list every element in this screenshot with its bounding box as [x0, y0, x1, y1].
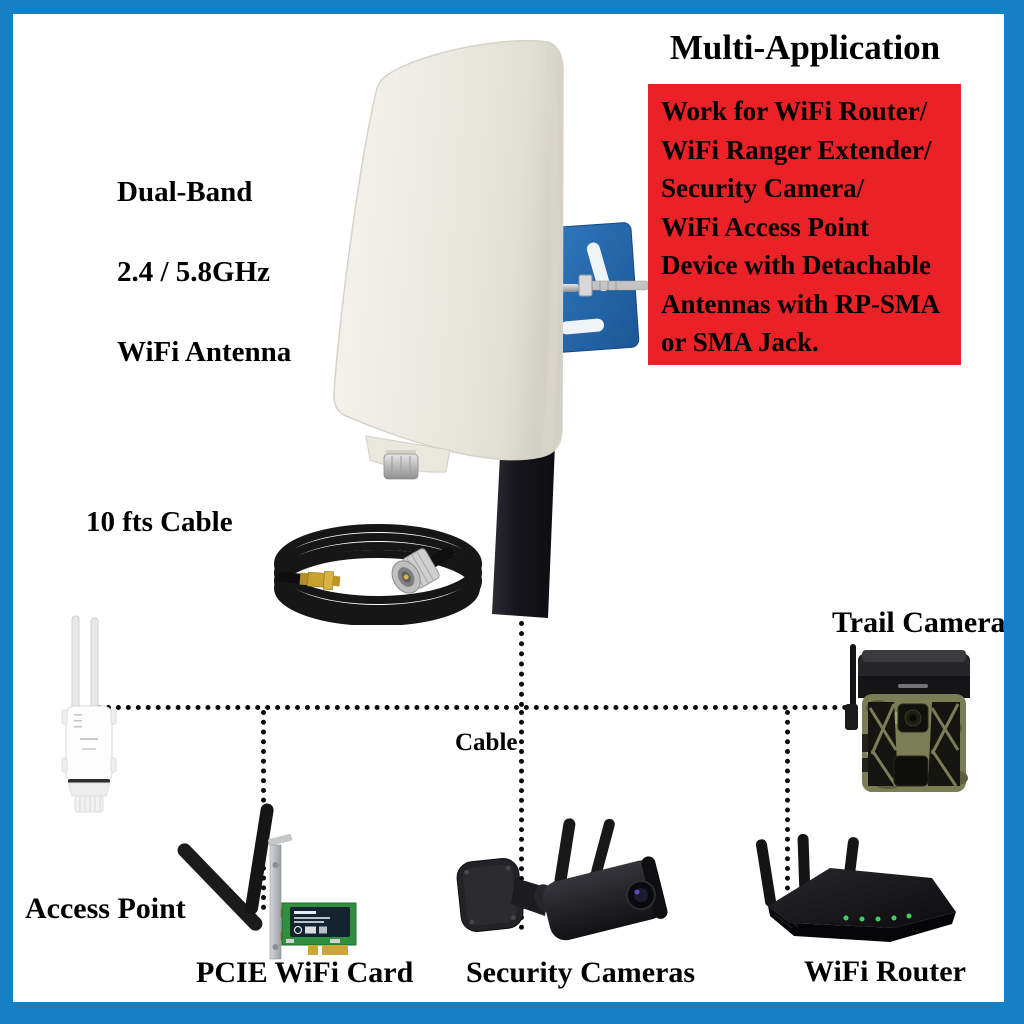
frame-border-left	[0, 0, 13, 1024]
dotted-line-main	[96, 705, 858, 710]
security-camera-photo	[456, 818, 668, 941]
security-cameras-label: Security Cameras	[466, 956, 696, 989]
cable-length-label: 10 fts Cable	[86, 506, 233, 538]
product-name-line3: WiFi Antenna	[117, 336, 292, 368]
frame-border-bottom	[0, 1002, 1024, 1024]
antenna-photo	[333, 39, 649, 618]
panel-antenna	[333, 39, 564, 461]
camera-mount	[456, 858, 524, 932]
mount-bracket	[519, 222, 649, 353]
trail-camera-photo	[845, 644, 970, 792]
frame-border-top	[0, 0, 1024, 14]
info-line: Security Camera/	[661, 173, 865, 203]
card-antennas	[177, 803, 274, 931]
camera-body	[511, 856, 668, 941]
wifi-router-photo	[755, 833, 956, 942]
trail-camera-top	[858, 650, 970, 698]
dotted-line-camera-drop	[519, 710, 524, 930]
info-line: Antennas with RP-SMA	[661, 288, 941, 319]
info-line: WiFi Ranger Extender/	[661, 134, 932, 165]
dotted-line-pole-drop	[519, 621, 524, 707]
trail-camera-antenna	[845, 644, 858, 730]
wifi-router-label: WiFi Router	[804, 955, 966, 988]
page-title: Multi-Application	[669, 28, 941, 67]
info-line: Work for WiFi Router/	[661, 96, 928, 126]
access-point-photo	[61, 615, 117, 813]
info-line: or SMA Jack.	[661, 327, 819, 357]
pcie-wifi-card-label: PCIE WiFi Card	[196, 956, 414, 989]
n-connector	[391, 546, 455, 594]
product-name: Dual-Band 2.4 / 5.8GHz WiFi Antenna	[117, 172, 291, 372]
coax-coil	[274, 524, 482, 625]
access-point-label: Access Point	[25, 892, 186, 925]
frame-border-right	[1004, 0, 1024, 1024]
access-point-body	[61, 705, 117, 813]
trail-camera-body	[862, 694, 968, 792]
card-pcb	[281, 902, 357, 955]
cable-connection-label: Cable	[455, 729, 518, 756]
pcie-wifi-card-photo	[177, 803, 357, 960]
dotted-line-router-drop	[785, 710, 790, 920]
antenna-connector	[365, 435, 451, 480]
info-line: Device with Detachable	[661, 250, 931, 280]
access-point-antennas	[71, 615, 99, 717]
product-name-line1: Dual-Band	[117, 176, 253, 208]
cable-photo	[274, 524, 482, 625]
info-box: Work for WiFi Router/ WiFi Ranger Extend…	[648, 84, 961, 365]
trail-camera-label: Trail Camera	[832, 606, 1006, 639]
product-name-line2: 2.4 / 5.8GHz	[117, 256, 271, 288]
sma-connector	[276, 570, 341, 591]
info-line: WiFi Access Point	[661, 211, 869, 242]
router-body	[768, 868, 956, 942]
